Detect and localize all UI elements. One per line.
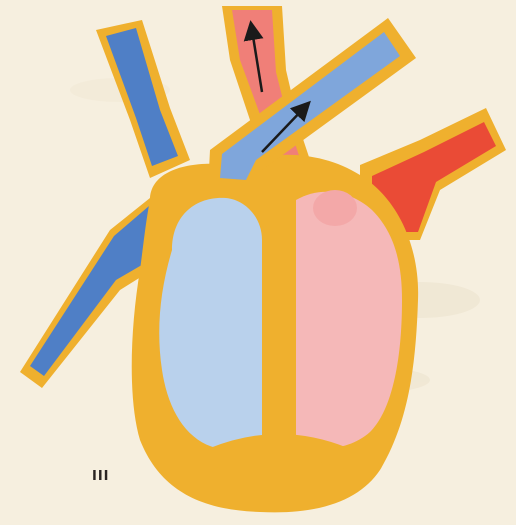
- left-atrium: [313, 190, 357, 226]
- panel-label: III: [92, 469, 110, 484]
